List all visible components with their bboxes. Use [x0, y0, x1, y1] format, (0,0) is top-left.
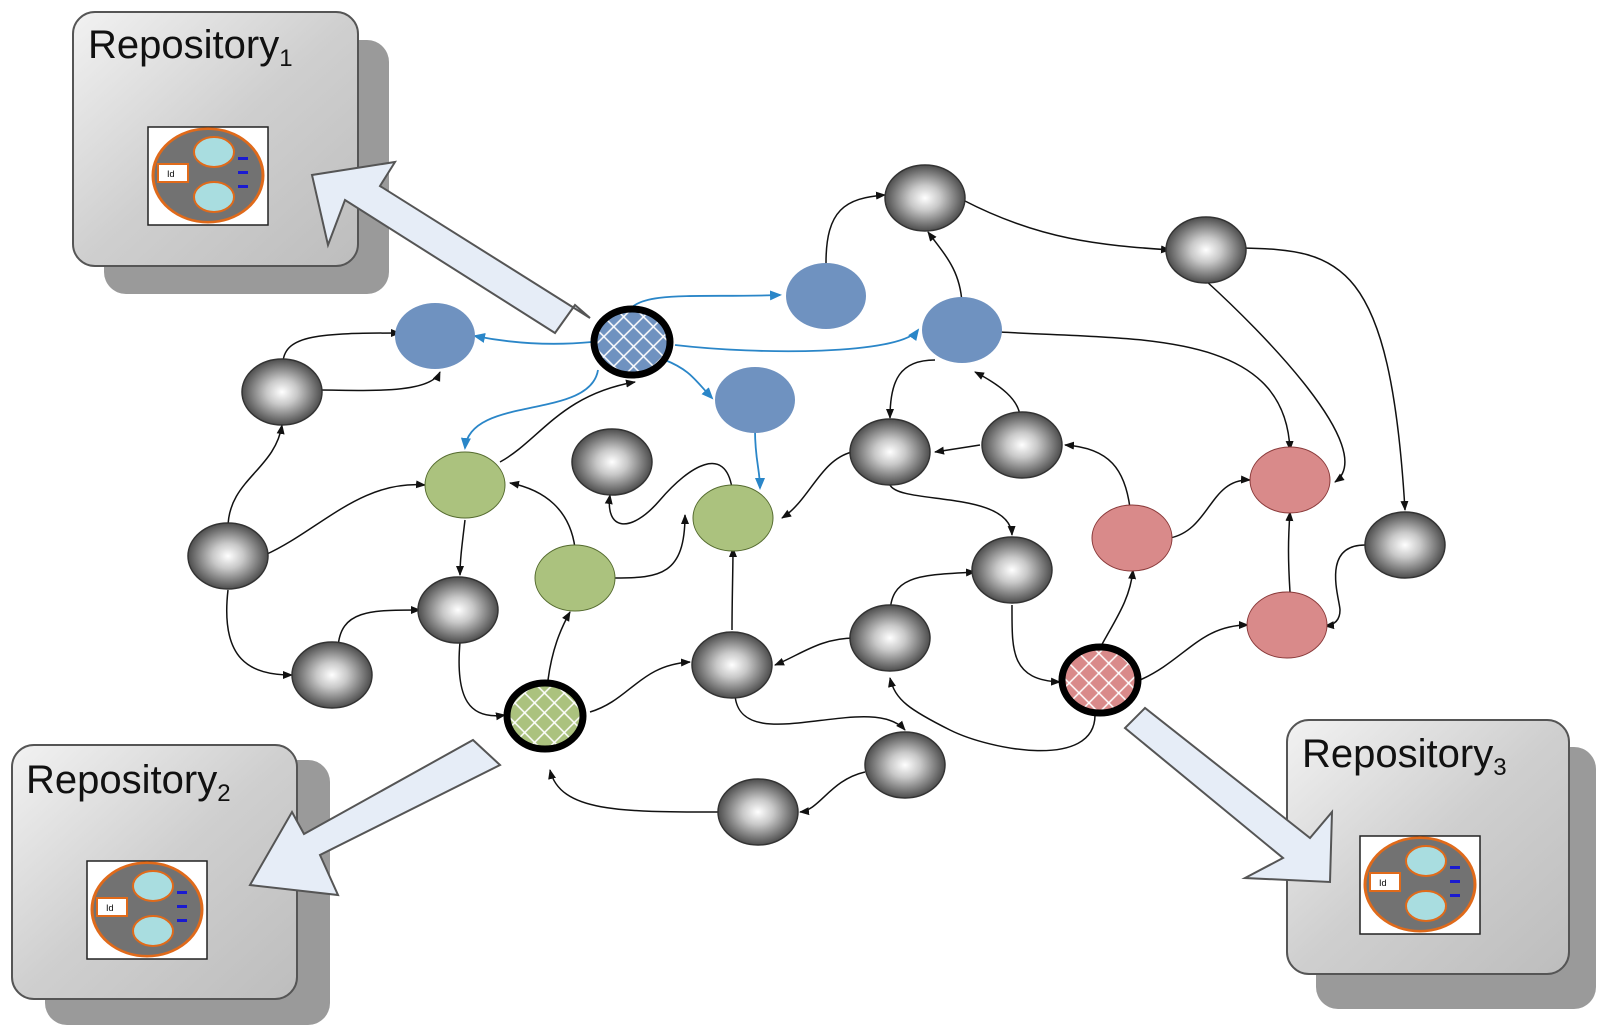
store-arrow-repository-3 — [1123, 706, 1334, 884]
blue-node — [922, 297, 1002, 363]
edge — [614, 514, 689, 579]
network-node — [417, 576, 499, 644]
green-node — [692, 484, 774, 552]
red-node — [1246, 591, 1328, 659]
green-nodes — [424, 451, 774, 612]
red-node — [1091, 504, 1173, 572]
edge — [473, 333, 593, 345]
network-node — [884, 164, 966, 232]
edge — [674, 328, 920, 353]
edge — [927, 231, 963, 304]
edge — [664, 359, 714, 400]
green-source-node — [503, 679, 587, 753]
id-label-icon — [96, 897, 128, 917]
component-schema-icon: Id — [86, 860, 208, 960]
edge — [889, 484, 1016, 536]
edge — [754, 429, 765, 490]
blue-node — [715, 367, 795, 433]
repository-3: Repository3 Id — [1286, 719, 1596, 1009]
edge — [734, 694, 906, 731]
edge — [974, 371, 1021, 419]
edge — [547, 611, 571, 681]
edge — [728, 547, 737, 631]
edge — [1099, 569, 1137, 649]
repository-3-title: Repository3 — [1302, 732, 1507, 781]
component-schema-icon: Id — [147, 126, 269, 226]
store-arrow-repository-2 — [248, 738, 502, 897]
edge — [282, 329, 401, 363]
edge — [1139, 621, 1249, 681]
blue-node — [395, 303, 475, 369]
network-node — [1165, 216, 1247, 284]
component-schema-icon: Id — [1359, 835, 1481, 935]
edge — [1324, 544, 1366, 630]
edge — [886, 359, 936, 419]
edge — [889, 568, 976, 616]
red-node — [1249, 446, 1331, 514]
id-label-icon — [1369, 872, 1401, 892]
store-arrow-repository-1 — [310, 160, 591, 335]
edge — [589, 658, 691, 713]
edge — [781, 451, 853, 519]
network-node — [241, 358, 323, 426]
edge — [1285, 511, 1294, 593]
red-nodes — [1091, 446, 1331, 659]
edge — [999, 331, 1294, 451]
red-source-node — [1058, 643, 1142, 717]
network-node — [981, 411, 1063, 479]
network-node — [849, 418, 931, 486]
network-node — [291, 641, 373, 709]
edge — [888, 677, 1096, 752]
edge — [499, 379, 636, 463]
edge — [264, 480, 426, 556]
green-node — [424, 451, 506, 519]
network-node — [691, 631, 773, 699]
edge — [337, 606, 421, 649]
edge — [458, 641, 506, 721]
network-node — [1364, 511, 1446, 579]
gray-nodes — [187, 164, 1446, 846]
repository-2-title: Repository2 — [26, 758, 231, 807]
network-node — [717, 778, 799, 846]
network-node — [849, 604, 931, 672]
blue-edges — [460, 290, 920, 490]
network-node — [864, 731, 946, 799]
green-node — [534, 544, 616, 612]
edge — [604, 462, 733, 525]
edge — [799, 771, 866, 816]
edge — [1064, 441, 1131, 509]
edge — [509, 480, 576, 549]
repository-1: Repository1 Id — [72, 11, 389, 294]
edge — [227, 424, 285, 529]
black-edges — [226, 191, 1409, 816]
edge — [460, 369, 599, 450]
edge — [456, 519, 466, 576]
edge — [825, 191, 886, 264]
repository-1-title: Repository1 — [88, 23, 293, 72]
id-label: Id — [1379, 878, 1387, 888]
network-node — [187, 522, 269, 590]
edge — [962, 199, 1171, 254]
id-label-icon — [157, 163, 189, 183]
edge — [1169, 475, 1251, 539]
edge — [319, 371, 441, 392]
edge — [774, 637, 856, 666]
edge — [548, 769, 719, 813]
edge — [934, 444, 981, 455]
blue-nodes — [395, 263, 1002, 433]
edge — [1011, 604, 1061, 686]
edge — [1242, 247, 1409, 511]
id-label: Id — [167, 169, 175, 179]
edge — [1204, 279, 1346, 483]
network-node — [571, 428, 653, 496]
edge — [226, 589, 293, 679]
repository-2: Repository2 Id — [11, 744, 330, 1025]
id-label: Id — [106, 903, 114, 913]
blue-node — [786, 263, 866, 329]
network-node — [971, 536, 1053, 604]
blue-source-node — [590, 305, 674, 379]
